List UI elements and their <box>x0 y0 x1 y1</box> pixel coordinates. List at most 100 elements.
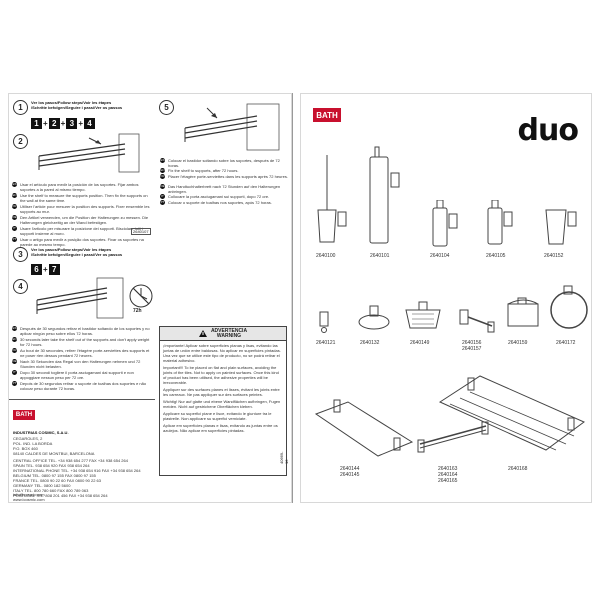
towel-bar-illustration <box>417 421 489 453</box>
document-code: 40669-16 <box>279 451 289 464</box>
toilet-brush-illustration <box>317 155 347 243</box>
lang-badge: FR <box>12 348 17 353</box>
instruction-text: Den Artikel verwenden, um die Position d… <box>20 215 149 225</box>
soap-basket-illustration <box>405 301 441 329</box>
step5-illustration <box>184 103 280 151</box>
instruction-text: Nach 30 Sekunden das Regal von den Halte… <box>20 359 141 369</box>
warning-title: ADVERTENCIA WARNING <box>210 327 248 339</box>
product-code: 2640152 <box>544 253 564 259</box>
lang-badge: PT <box>12 381 17 386</box>
glass-shelf-illustration <box>314 399 414 457</box>
brand-logo: BATH <box>313 108 341 122</box>
step-header: Ver los pasos/Follow steps/Voir les étap… <box>31 247 123 257</box>
towel-ring-illustration <box>550 285 588 329</box>
timer-label: 72h <box>133 308 142 314</box>
lang-badge: DE <box>12 215 17 220</box>
closed-toilet-brush-illustration <box>369 146 400 244</box>
reference-box: 2640107 <box>131 228 151 235</box>
lang-badge: PT <box>160 200 165 205</box>
step-header: Ver los pasos/Follow steps/Voir les étap… <box>31 100 123 110</box>
step-sequence-b: 6+7 <box>31 259 60 277</box>
warning-body: ¡Importante! Aplicar sobre superficies p… <box>160 341 286 435</box>
lang-badge: FR <box>160 174 165 179</box>
instruction-text: Usar o artigo para medir a posição dos s… <box>20 237 144 247</box>
step-sequence-a: 1+2+3+4 <box>31 113 96 131</box>
tumbler-holder-illustration <box>545 209 577 245</box>
instruction-text: Usar el artículo para medir la posición … <box>20 182 139 192</box>
step-number: 5 <box>159 100 174 115</box>
instruction-text: Fix the shelf to supports, after 72 hour… <box>168 168 239 173</box>
seq-step: 7 <box>48 264 60 275</box>
soap-dispenser-illustration <box>432 200 458 247</box>
lang-badge: ES <box>160 158 165 163</box>
seq-step: 2 <box>48 118 60 129</box>
collection-logo: duo <box>517 113 579 148</box>
contact-list: CENTRAL OFFICE TEL. +34 938 654 277 FAX … <box>13 458 153 498</box>
lang-badge: IT <box>12 226 17 231</box>
product-code: 2640172 <box>556 340 576 346</box>
step-number: 1 <box>13 100 28 115</box>
seq-step: 6 <box>31 264 42 275</box>
product-code: 2640168 <box>508 466 528 472</box>
soap-dish-illustration <box>358 305 390 330</box>
product-code: 2640121 <box>316 340 336 346</box>
contact-line: ITALY TEL. 800 780 660 FAX 800 789 063 <box>13 488 89 493</box>
product-code: 2640156 2640157 <box>462 340 482 352</box>
contact-line: PORTUGAL TEL. 808 201 456 FAX +34 938 65… <box>13 493 108 498</box>
seq-step: 3 <box>66 118 78 129</box>
step-number: 2 <box>13 134 28 149</box>
warning-triangle-icon <box>198 330 207 337</box>
product-code: 2640149 <box>410 340 430 346</box>
lang-badge: EN <box>12 193 17 198</box>
warning-box: ADVERTENCIA WARNING ¡Importante! Aplicar… <box>159 326 287 476</box>
instruction-text: Collocare la porta asciugamani sui suppo… <box>168 194 270 199</box>
contact-line: FRANCE TEL. 0800 90 22 60 FAX 0800 90 22… <box>13 478 101 483</box>
instruction-text: Colocar o suporte de toalhas nos suporte… <box>168 200 272 205</box>
instruction-text: 30 seconds later take the shelf out of t… <box>20 337 150 347</box>
instruction-text: Dopo 30 secondi togliere il porta asciug… <box>20 370 134 380</box>
lang-badge: EN <box>12 337 17 342</box>
warning-paragraph: Wichtig! Nur auf glatte und ebene Wandfl… <box>163 399 281 409</box>
divider <box>9 399 155 400</box>
lang-badge: ES <box>12 326 17 331</box>
warning-paragraph: ¡Importante! Aplicar sobre superficies p… <box>163 343 281 363</box>
instruction-text: Utiliser l'article pour mesurer la posit… <box>20 204 150 214</box>
company-name: INDUSTRIAS COSMIC, S.A.U. <box>13 430 69 435</box>
brand-logo: BATH <box>13 410 35 420</box>
contact-line: CENTRAL OFFICE TEL. +34 938 654 277 FAX … <box>13 458 128 463</box>
right-page: BATH <box>300 93 592 503</box>
lang-badge: ES <box>12 182 17 187</box>
lang-badge: IT <box>160 194 165 199</box>
wall-soap-dispenser-illustration <box>487 200 513 245</box>
instruction-text: Placer l'étagère porte-serviettes dans l… <box>168 174 288 179</box>
product-code: 2640163 2640164 2640165 <box>438 466 458 484</box>
instruction-text: Colocar el bastidor soltando sobre los s… <box>168 158 280 168</box>
product-code: 2640100 <box>316 253 336 259</box>
step-number: 3 <box>13 247 28 262</box>
company-address: CEGAROLES, 2 POL. IND. LA BORDA P.O. BOX… <box>13 436 95 456</box>
paper-holder-illustration <box>507 297 539 327</box>
product-code: 2640101 <box>370 253 390 259</box>
product-code: 2640159 <box>508 340 528 346</box>
warning-paragraph: Appliquer sur des surfaces planes et lis… <box>163 387 280 397</box>
warning-paragraph: Important!!! To be placed on flat and pl… <box>163 365 279 385</box>
warning-paragraph: Aplicar em superfícies planas e lisas, e… <box>163 423 278 433</box>
robe-hook-illustration <box>319 311 329 333</box>
seq-step: 4 <box>84 118 96 129</box>
lang-badge: EN <box>160 168 165 173</box>
warning-paragraph: Applicare su superfici piane e lisce, ev… <box>163 411 272 421</box>
